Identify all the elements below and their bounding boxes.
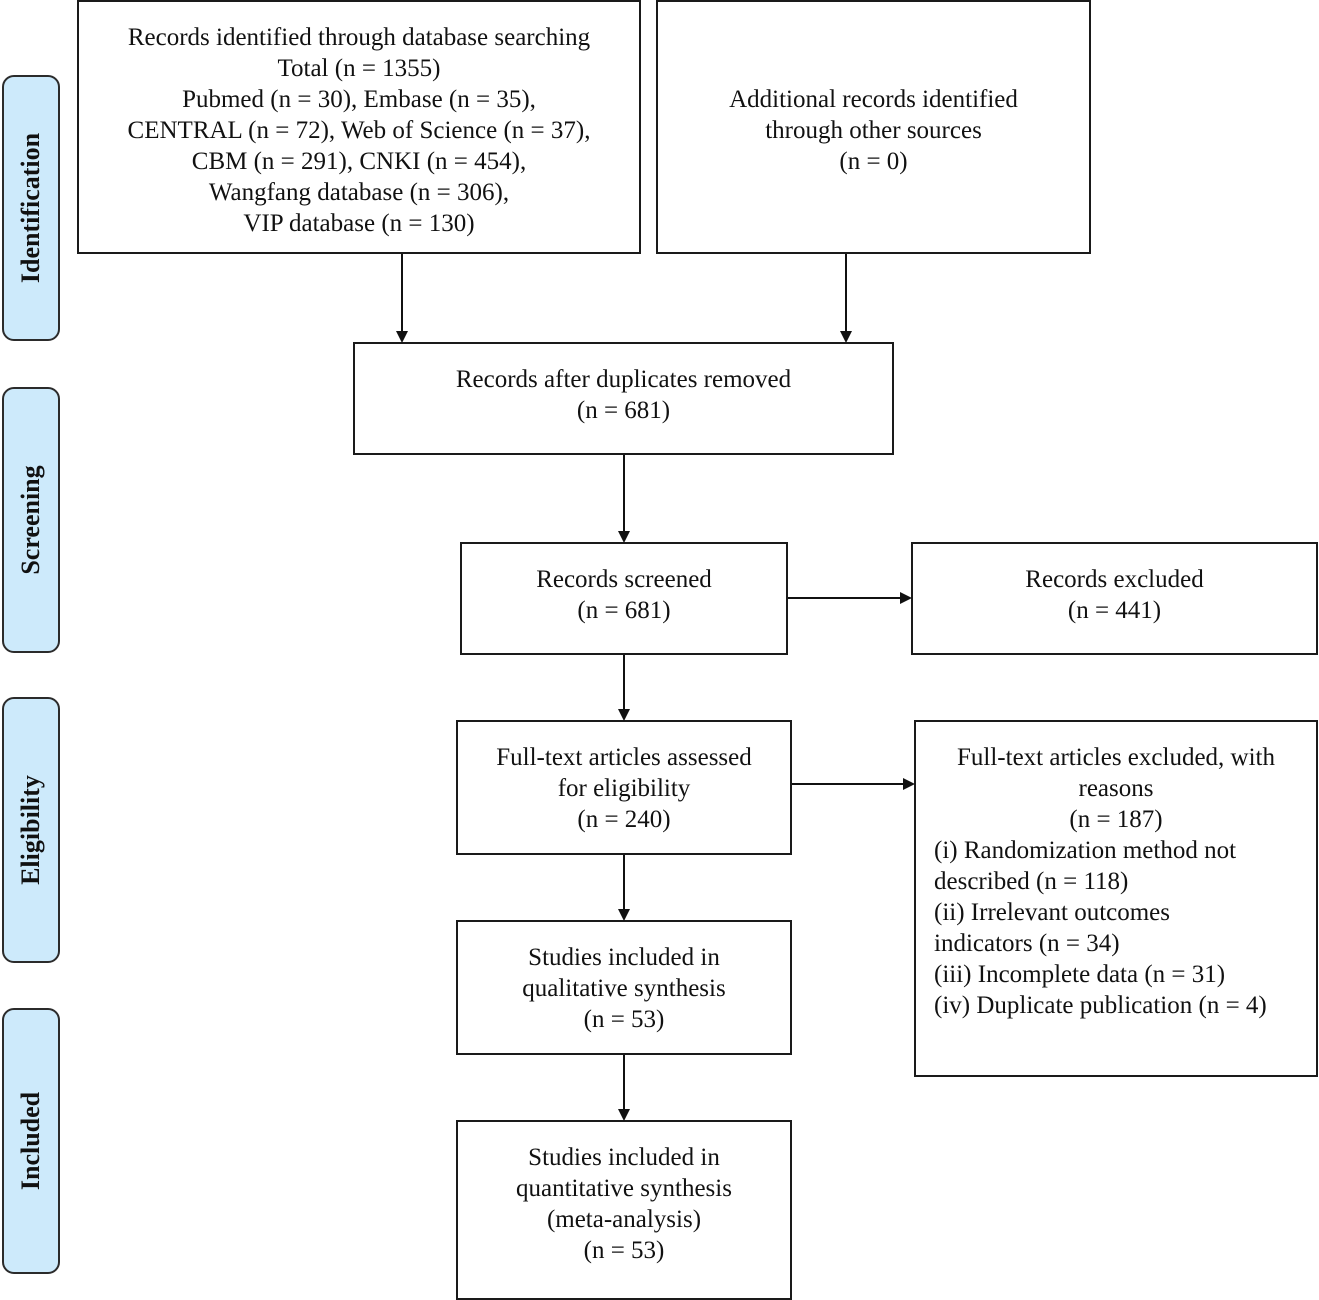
box-line: quantitative synthesis: [516, 1175, 732, 1202]
box-line: Full-text articles excluded, with: [957, 744, 1275, 771]
records-screened-box: Records screened (n = 681): [460, 542, 788, 655]
qualitative-synthesis-box: Studies included in qualitative synthesi…: [456, 920, 792, 1055]
exclusion-reason: described (n = 118): [934, 868, 1129, 895]
box-line: Records after duplicates removed: [455, 366, 792, 393]
stage-eligibility: Eligibility: [2, 697, 60, 963]
box-line: Wangfang database (n = 306),: [208, 179, 510, 206]
exclusion-reason: indicators (n = 34): [934, 930, 1120, 957]
box-line: Records screened: [536, 566, 712, 593]
duplicates-removed-box: Records after duplicates removed (n = 68…: [353, 342, 894, 455]
stage-screening: Screening: [2, 387, 60, 653]
box-line: through other sources: [765, 117, 982, 144]
other-sources-box: Additional records identified through ot…: [656, 0, 1091, 254]
box-line: for eligibility: [557, 775, 691, 802]
quantitative-synthesis-box: Studies included in quantitative synthes…: [456, 1120, 792, 1300]
box-line: Total (n = 1355): [277, 55, 441, 82]
records-excluded-box: Records excluded (n = 441): [911, 542, 1318, 655]
stage-included: Included: [2, 1008, 60, 1274]
box-line: CBM (n = 291), CNKI (n = 454),: [191, 148, 527, 175]
stage-identification: Identification: [2, 75, 60, 341]
box-line: (n = 681): [576, 397, 671, 424]
exclusion-reasons-list: (i) Randomization method not described (…: [934, 835, 1316, 1021]
excluded-header: Full-text articles excluded, with reason…: [916, 742, 1316, 835]
fulltext-excluded-box: Full-text articles excluded, with reason…: [914, 720, 1318, 1077]
exclusion-reason: (iv) Duplicate publication (n = 4): [934, 992, 1267, 1019]
box-line: qualitative synthesis: [522, 975, 726, 1002]
fulltext-assessed-box: Full-text articles assessed for eligibil…: [456, 720, 792, 855]
box-line: (n = 187): [1069, 806, 1163, 833]
database-search-box: Records identified through database sear…: [77, 0, 641, 254]
box-line: (n = 0): [839, 148, 908, 175]
box-line: (n = 240): [577, 806, 671, 833]
box-line: CENTRAL (n = 72), Web of Science (n = 37…: [127, 117, 591, 144]
exclusion-reason: (ii) Irrelevant outcomes: [934, 899, 1171, 926]
box-line: (meta-analysis): [546, 1206, 702, 1233]
box-line: Full-text articles assessed: [496, 744, 752, 771]
box-line: reasons: [1078, 775, 1154, 802]
box-line: (n = 53): [583, 1237, 665, 1264]
box-line: Records excluded: [1025, 566, 1204, 593]
box-line: Records identified through database sear…: [127, 24, 591, 51]
box-line: VIP database (n = 130): [243, 210, 475, 237]
exclusion-reason: (i) Randomization method not: [934, 837, 1237, 864]
exclusion-reason: (iii) Incomplete data (n = 31): [934, 961, 1226, 988]
box-line: Additional records identified: [729, 86, 1018, 113]
box-line: Studies included in: [528, 1144, 720, 1171]
box-line: (n = 441): [1067, 597, 1162, 624]
box-line: (n = 681): [577, 597, 671, 624]
box-line: Pubmed (n = 30), Embase (n = 35),: [182, 86, 536, 113]
box-line: (n = 53): [583, 1006, 665, 1033]
box-line: Studies included in: [528, 944, 720, 971]
